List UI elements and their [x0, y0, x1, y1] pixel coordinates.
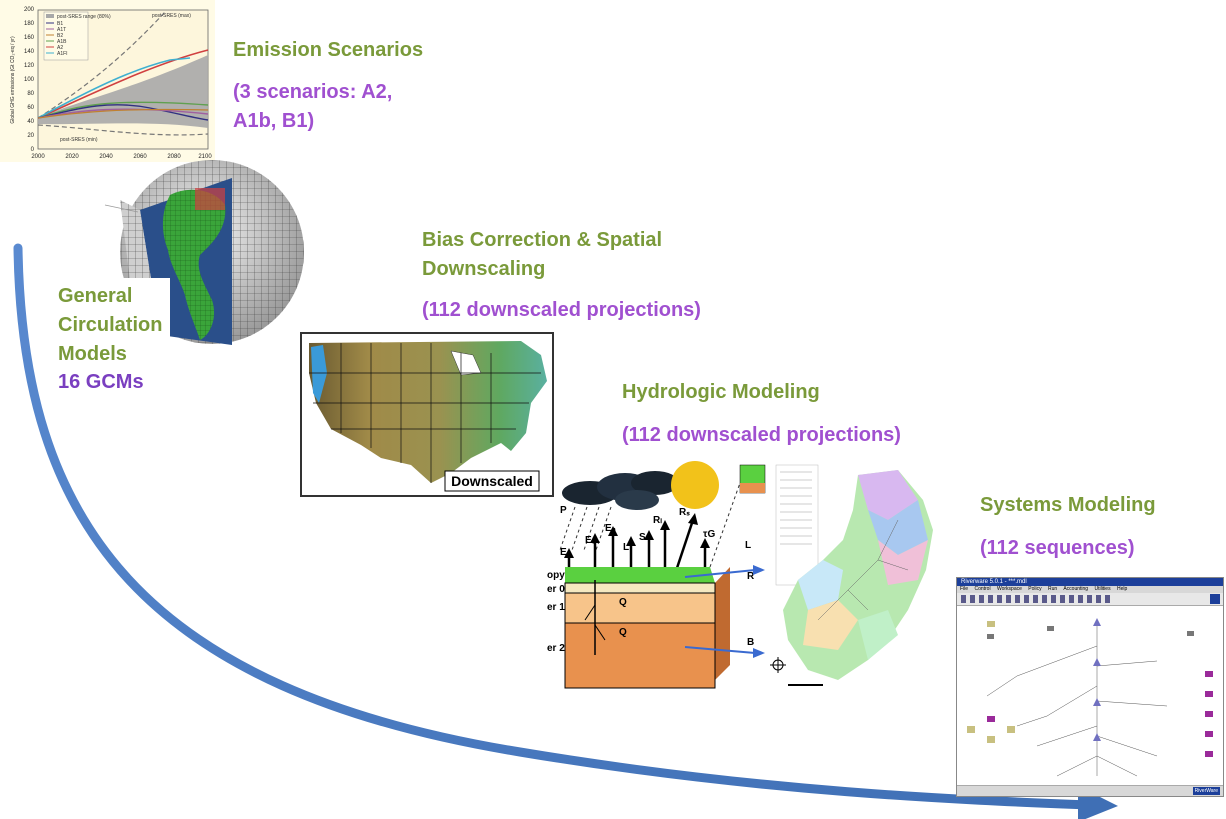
menu-run[interactable]: Run: [1048, 586, 1058, 592]
xtick: 2040: [99, 154, 113, 160]
emission-detail-1: (3 scenarios: A2,: [233, 81, 393, 103]
label-q1: Q: [619, 597, 627, 608]
systems-title: Systems Modeling: [980, 494, 1156, 516]
xtick: 2020: [65, 154, 79, 160]
emission-chart: post-SRES range (80%) B1 A1T B2 A1B A2 A…: [0, 0, 215, 162]
ytick: 40: [27, 119, 34, 125]
label-et: Eₜ: [585, 535, 595, 546]
label-b: B: [747, 637, 754, 648]
window-toolbar: [957, 593, 1223, 606]
downscaled-map: Downscaled: [300, 332, 554, 497]
menu-help[interactable]: Help: [1116, 586, 1128, 592]
annot-min: post-SRES (min): [60, 137, 98, 143]
gcm-line-2: Circulation: [58, 314, 163, 336]
emission-title: Emission Scenarios: [233, 39, 424, 61]
menu-utilities[interactable]: Utilities: [1094, 586, 1111, 592]
vic-model-diagram: P Eₜ Eₙ L S Rₗ Rₛ τG E L opy er 0 er 1 e…: [547, 461, 766, 689]
bias-detail: (112 downscaled projections): [422, 299, 701, 321]
menu-control[interactable]: Control: [974, 586, 991, 592]
legend-range: post-SRES range (80%): [57, 14, 111, 20]
menu-accounting[interactable]: Accounting: [1063, 586, 1089, 592]
workspace-canvas[interactable]: [957, 606, 1223, 784]
label-q2: Q: [619, 627, 627, 638]
label-layer0: er 0: [547, 584, 565, 595]
label-rs: Rₛ: [679, 507, 690, 518]
label-s: S: [639, 532, 646, 543]
gcm-line-3: Models: [58, 343, 127, 365]
xtick: 2060: [133, 154, 147, 160]
ytick: 160: [24, 35, 35, 41]
status-logo: RiverWare: [1192, 787, 1220, 795]
ytick: 120: [24, 63, 35, 69]
label-ec: Eₙ: [605, 523, 616, 534]
map-label: Downscaled: [451, 473, 533, 489]
gcm-line-1: General: [58, 285, 133, 307]
riverware-window: Riverware 5.0.1 - ***.mdl File Control W…: [956, 577, 1224, 797]
menu-workspace[interactable]: Workspace: [996, 586, 1022, 592]
annot-max: post-SRES (max): [152, 13, 191, 19]
legend-b2: B2: [57, 33, 63, 39]
legend-b1: B1: [57, 21, 63, 27]
hydro-detail: (112 downscaled projections): [622, 424, 901, 446]
legend-a1b: A1B: [57, 39, 67, 45]
label-canopy: opy: [547, 570, 565, 581]
basin-map: [768, 460, 946, 715]
ytick: 200: [24, 7, 35, 13]
window-menubar: File Control Workspace Policy Run Accoun…: [957, 586, 1223, 593]
window-statusbar: RiverWare: [957, 785, 1223, 796]
label-r: R: [747, 571, 755, 582]
label-e: E: [560, 547, 567, 558]
label-rl: Rₗ: [653, 515, 662, 526]
ytick: 0: [31, 147, 35, 153]
hydro-title: Hydrologic Modeling: [622, 381, 820, 403]
legend-a1t: A1T: [57, 27, 66, 33]
systems-detail: (112 sequences): [980, 537, 1135, 559]
label-layer1: er 1: [547, 602, 565, 613]
ytick: 80: [27, 91, 34, 97]
ytick: 60: [27, 105, 34, 111]
window-titlebar: Riverware 5.0.1 - ***.mdl: [957, 578, 1223, 586]
ytick: 20: [27, 133, 34, 139]
bias-title-2: Downscaling: [422, 258, 546, 280]
xtick: 2080: [167, 154, 181, 160]
xtick: 2000: [31, 154, 45, 160]
label-l: L: [623, 542, 629, 553]
chart-ylabel: Global GHG emissions (Gt CO₂-eq / yr): [10, 36, 16, 124]
label-p: P: [560, 505, 567, 516]
logo-icon: [1210, 594, 1220, 604]
legend-a2: A2: [57, 45, 63, 51]
emission-detail-2: A1b, B1): [233, 110, 315, 132]
label-layer2: er 2: [547, 643, 565, 654]
xtick: 2100: [198, 154, 212, 160]
ytick: 100: [24, 77, 35, 83]
ytick: 180: [24, 21, 35, 27]
label-tg: τG: [703, 529, 715, 540]
legend-a1fi: A1FI: [57, 51, 68, 57]
gcm-count: 16 GCMs: [58, 371, 144, 393]
bias-title-1: Bias Correction & Spatial: [422, 229, 663, 251]
toolbar-icons[interactable]: [961, 595, 1111, 603]
ytick: 140: [24, 49, 35, 55]
menu-policy[interactable]: Policy: [1028, 586, 1042, 592]
gcm-label-backdrop: [48, 278, 170, 346]
label-l2: L: [745, 540, 751, 551]
menu-file[interactable]: File: [960, 586, 969, 592]
